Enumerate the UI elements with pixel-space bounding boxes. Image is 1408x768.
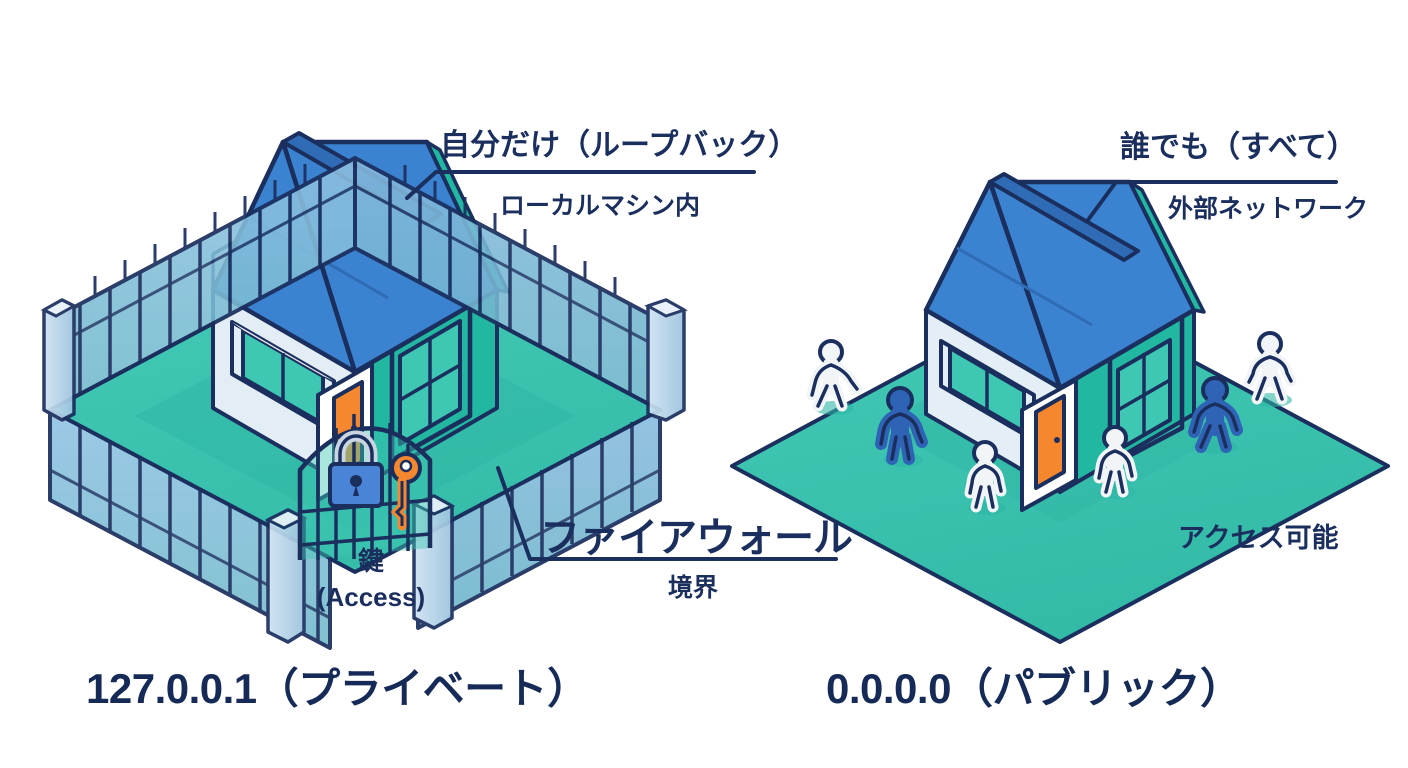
callout-firewall-sub: 境界 [668, 574, 719, 602]
gate-post-left [264, 508, 308, 644]
fence-post [644, 298, 688, 422]
callout-loopback-sub: ローカルマシン内 [500, 192, 701, 220]
caption-key-line2: (Access) [316, 582, 426, 612]
entry-gate [297, 412, 433, 560]
person-icon [964, 440, 1007, 515]
callout-firewall-main: ファイアウォール [540, 516, 853, 560]
person-icon [1188, 376, 1243, 454]
callout-everyone-sub: 外部ネットワーク [1168, 195, 1369, 223]
key-icon [390, 452, 422, 531]
caption-key-line1: 鍵 [357, 546, 384, 576]
panel-title-public: 0.0.0.0（パブリック） [826, 665, 1242, 712]
person-icon [806, 339, 863, 415]
people-group [806, 331, 1297, 515]
leader-lines-private [405, 170, 838, 561]
fence-post [40, 298, 78, 422]
padlock-icon [328, 430, 384, 508]
leader-lines-public [1086, 180, 1338, 222]
person-icon [1243, 331, 1297, 407]
person-icon [875, 386, 928, 467]
person-icon [1093, 425, 1138, 499]
callout-loopback-main: 自分だけ（ループバック） [440, 129, 799, 162]
panel-title-private: 127.0.0.1（プライベート） [86, 665, 589, 712]
caption-accessible: アクセス可能 [1178, 523, 1339, 553]
callout-everyone-main: 誰でも（すべて） [1120, 131, 1357, 164]
